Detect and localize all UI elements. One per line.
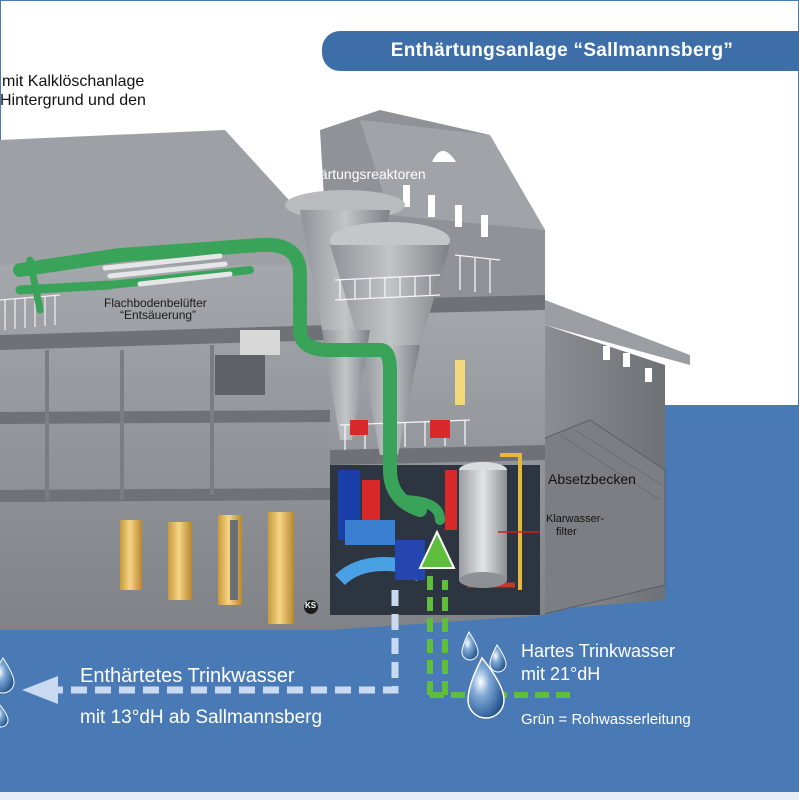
water-drop-icon — [0, 630, 507, 728]
filter-label-line1: Klarwasser- — [546, 513, 605, 525]
page-title: Enthärtungsanlage “Sallmannsberg” — [390, 40, 734, 61]
ks-logo-text: KS — [305, 601, 317, 610]
railings — [334, 254, 501, 450]
clear-water-filter — [459, 462, 540, 588]
aerator-tubes — [102, 253, 233, 287]
reactors-label: Enthärtungsreaktoren — [291, 166, 426, 182]
foundation-columns — [120, 512, 294, 624]
main-hall — [0, 130, 330, 630]
basin-label: Absetzbecken — [548, 471, 636, 487]
intro-line-1: mit Kalklöschanlage — [2, 73, 145, 90]
softened-water-label-line2: mit 13°dH ab Sallmannsberg — [80, 707, 323, 728]
softened-water-arrow — [22, 590, 399, 704]
ks-logo — [304, 600, 318, 614]
filter-label-line2: filter — [556, 526, 577, 538]
hard-water-label-line1: Hartes Trinkwasser — [521, 641, 676, 661]
legend-label: Grün = Rohwasserleitung — [521, 711, 691, 728]
pump-room-equipment — [335, 360, 522, 590]
bottom-band — [0, 792, 799, 800]
annex-building — [539, 300, 690, 616]
title-banner: Enthärtungsanlage “Sallmannsberg” — [322, 31, 799, 71]
aerator-label-line1: Flachbodenbelüfter — [104, 296, 207, 310]
arched-window — [432, 151, 456, 162]
hard-water-label-line2: mit 21°dH — [521, 664, 601, 684]
aerator-label-line2: “Entsäuerung” — [120, 308, 197, 322]
intro-line-2: Hintergrund und den — [0, 92, 146, 109]
softened-water-label-line1: Enthärtetes Trinkwasser — [80, 665, 295, 687]
